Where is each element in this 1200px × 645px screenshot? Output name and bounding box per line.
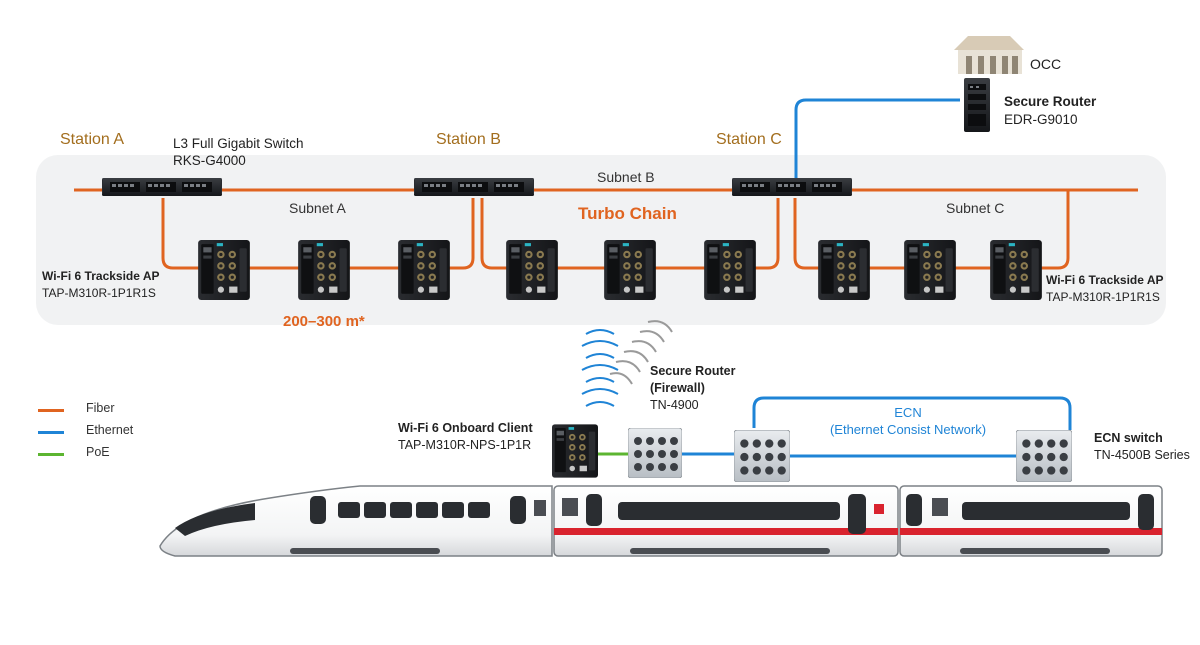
- onboard-client-ap: [552, 424, 598, 478]
- legend-poe-swatch: [38, 453, 64, 456]
- ecn-line2: (Ethernet Consist Network): [829, 422, 987, 437]
- ecn-switch-1: [734, 430, 790, 482]
- firewall-model: TN-4900: [650, 398, 699, 412]
- ecn-switch-2: [1016, 430, 1072, 482]
- trackside-ap-5: [604, 240, 656, 300]
- l3-switch-title: L3 Full Gigabit Switch: [173, 136, 304, 151]
- l3-switch-station-a: [102, 178, 222, 196]
- onboard-client-model: TAP-M310R-NPS-1P1R: [398, 438, 532, 452]
- l3-switch-station-c: [732, 178, 852, 196]
- trackside-ap-3: [398, 240, 450, 300]
- station-a-label: Station A: [60, 131, 125, 148]
- trackside-ap-8: [904, 240, 956, 300]
- legend-poe-label: PoE: [86, 445, 110, 459]
- station-c-label: Station C: [716, 131, 782, 148]
- occ-building-icon: [954, 36, 1024, 74]
- trackside-ap-right-title: Wi-Fi 6 Trackside AP: [1046, 273, 1164, 287]
- subnet-b-label: Subnet B: [597, 169, 655, 185]
- trackside-ap-4: [506, 240, 558, 300]
- l3-switch-model: RKS-G4000: [173, 153, 246, 168]
- trackside-ap-6: [704, 240, 756, 300]
- trackside-ap-2: [298, 240, 350, 300]
- trackside-ap-left-model: TAP-M310R-1P1R1S: [42, 286, 156, 300]
- occ-label: OCC: [1030, 56, 1062, 72]
- distance-label: 200–300 m*: [283, 313, 365, 330]
- subnet-a-label: Subnet A: [289, 200, 346, 216]
- l3-switch-station-b: [414, 178, 534, 196]
- ethernet-link-ecn-upper: [752, 396, 1072, 430]
- trackside-ap-right-model: TAP-M310R-1P1R1S: [1046, 290, 1160, 304]
- trackside-ap-1: [198, 240, 250, 300]
- onboard-client-title: Wi-Fi 6 Onboard Client: [398, 421, 533, 435]
- wifi-signal-icon: [581, 329, 619, 407]
- turbo-chain-label: Turbo Chain: [578, 204, 677, 223]
- subnet-c-label: Subnet C: [946, 200, 1005, 216]
- firewall-tn4900: [628, 428, 682, 478]
- legend-fiber-label: Fiber: [86, 401, 115, 415]
- train-icon: [159, 485, 1163, 557]
- firewall-line1: Secure Router: [650, 364, 736, 378]
- trackside-ap-7: [818, 240, 870, 300]
- secure-router-title: Secure Router: [1004, 94, 1097, 109]
- trackside-ap-left-title: Wi-Fi 6 Trackside AP: [42, 269, 160, 283]
- legend-fiber-swatch: [38, 409, 64, 412]
- ecn-line1: ECN: [894, 405, 922, 420]
- wifi-signal-trackside-icon: [609, 320, 673, 385]
- ethernet-link-occ: [794, 98, 960, 183]
- trackside-ap-9: [990, 240, 1042, 300]
- station-b-label: Station B: [436, 131, 501, 148]
- ecn-switch-title: ECN switch: [1094, 431, 1163, 445]
- firewall-line2: (Firewall): [650, 381, 705, 395]
- legend-ethernet-label: Ethernet: [86, 423, 134, 437]
- secure-router-model: EDR-G9010: [1004, 112, 1078, 127]
- legend-ethernet-swatch: [38, 431, 64, 434]
- secure-router-edr-icon: [964, 78, 990, 132]
- ecn-switch-model: TN-4500B Series: [1094, 448, 1190, 462]
